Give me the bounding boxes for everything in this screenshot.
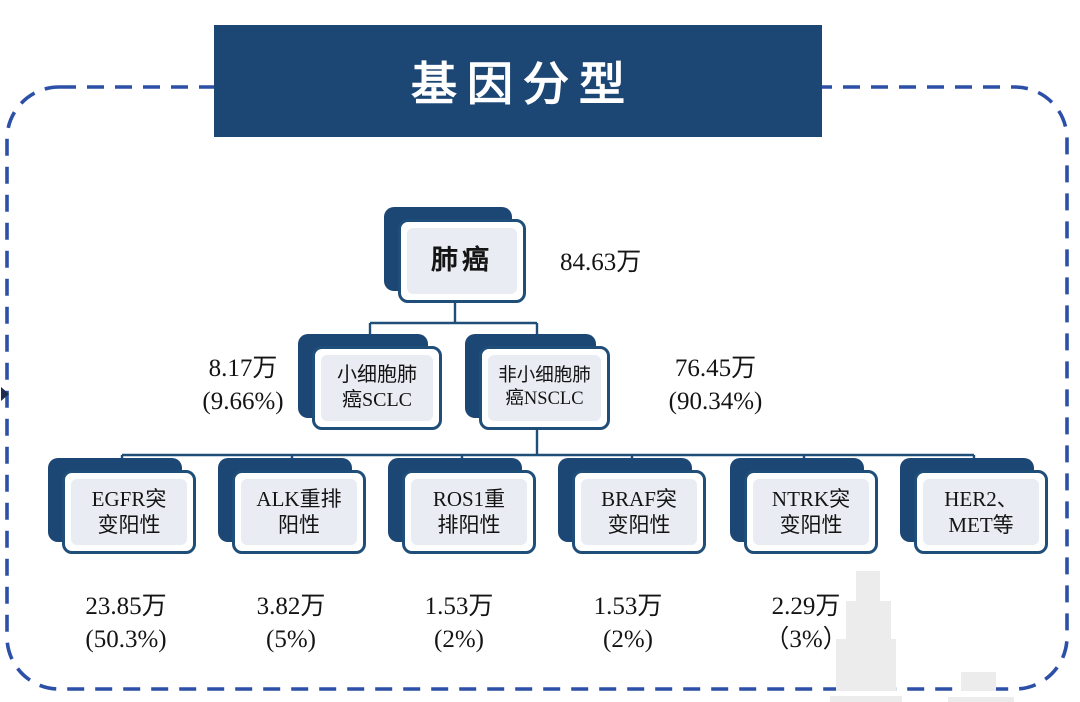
- node-label: 肺癌: [431, 245, 493, 276]
- left-border-artifact: [1, 387, 9, 401]
- node-label: 非小细胞肺 癌NSCLC: [498, 365, 591, 409]
- node-ros1: ROS1重 排阳性: [388, 458, 536, 554]
- watermark-block: [961, 672, 996, 691]
- node-sclc: 小细胞肺 癌SCLC: [298, 334, 442, 430]
- node-label: 小细胞肺 癌SCLC: [337, 364, 417, 411]
- node-label: ALK重排 阳性: [256, 486, 342, 537]
- node-box: EGFR突 变阳性: [62, 470, 196, 554]
- node-box: 肺癌: [398, 219, 526, 303]
- node-label: NTRK突 变阳性: [771, 486, 851, 537]
- node-box: 非小细胞肺 癌NSCLC: [479, 346, 610, 430]
- node-nsclc: 非小细胞肺 癌NSCLC: [465, 334, 610, 430]
- node-lung-cancer: 肺癌: [384, 207, 526, 303]
- node-box: ROS1重 排阳性: [402, 470, 536, 554]
- watermark-block: [830, 696, 902, 702]
- node-box: NTRK突 变阳性: [744, 470, 878, 554]
- node-label: EGFR突 变阳性: [91, 486, 167, 537]
- node-box: HER2、 MET等: [914, 470, 1048, 554]
- node-box: BRAF突 变阳性: [572, 470, 706, 554]
- braf-stat-label: 1.53万 (2%): [593, 593, 663, 653]
- node-her2-met: HER2、 MET等: [900, 458, 1048, 554]
- sclc-stat-label: 8.17万 (9.66%): [202, 355, 284, 415]
- ros1-stat-label: 1.53万 (2%): [424, 593, 494, 653]
- egfr-stat-label: 23.85万 (50.3%): [85, 593, 167, 653]
- nsclc-stat-label: 76.45万 (90.34%): [668, 355, 763, 415]
- node-egfr: EGFR突 变阳性: [48, 458, 196, 554]
- node-box: ALK重排 阳性: [232, 470, 366, 554]
- node-label: ROS1重 排阳性: [432, 486, 506, 537]
- alk-stat-label: 3.82万 (5%): [256, 593, 326, 653]
- node-ntrk: NTRK突 变阳性: [730, 458, 878, 554]
- node-alk: ALK重排 阳性: [218, 458, 366, 554]
- ntrk-stat-label: 2.29万 （3%）: [764, 593, 848, 653]
- watermark-block: [948, 697, 1014, 702]
- root-value-label: 84.63万: [560, 249, 642, 276]
- node-label: HER2、 MET等: [944, 486, 1018, 537]
- diagram-title: 基因分型: [411, 59, 635, 110]
- node-braf: BRAF突 变阳性: [558, 458, 706, 554]
- title-bar: 基因分型: [214, 25, 822, 137]
- node-label: BRAF突 变阳性: [601, 486, 677, 537]
- node-box: 小细胞肺 癌SCLC: [312, 346, 442, 430]
